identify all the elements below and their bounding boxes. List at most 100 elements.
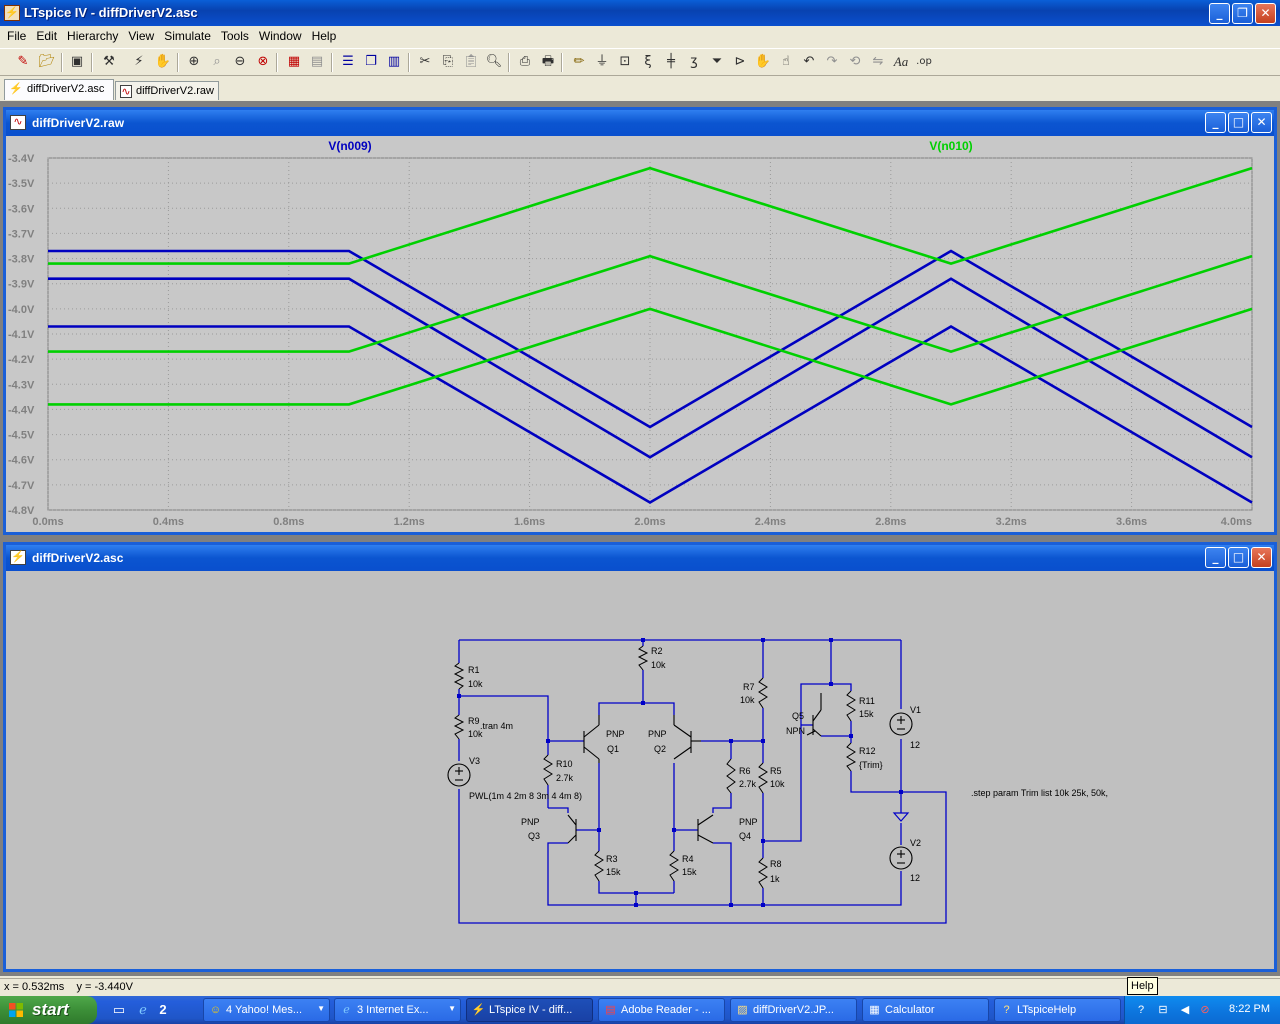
restore-button[interactable]: ❐: [1232, 3, 1253, 24]
task-internet-explorer[interactable]: ℯ 3 Internet Ex... ▼: [334, 998, 461, 1022]
save-icon[interactable]: ▣: [70, 54, 84, 69]
find-icon[interactable]: 🔍︎: [485, 54, 503, 69]
tile-horizontal-icon[interactable]: ☰: [342, 54, 354, 69]
drag-icon[interactable]: ☝: [782, 54, 790, 69]
menu-bar: File Edit Hierarchy View Simulate Tools …: [0, 27, 1280, 46]
resistor-symbols: [453, 645, 857, 889]
step-directive[interactable]: .step param Trim list 10k 25k, 50k,: [971, 788, 1108, 798]
task-adobe-reader[interactable]: ▤ Adobe Reader - ...: [598, 998, 725, 1022]
run-icon[interactable]: ⚡: [134, 54, 144, 69]
task-ltspice-help[interactable]: ? LTspiceHelp: [994, 998, 1121, 1022]
menu-window[interactable]: Window: [258, 29, 302, 43]
cut-icon[interactable]: ✂: [419, 54, 431, 69]
diode-icon[interactable]: ⏷: [711, 54, 723, 69]
r2-value: 10k: [651, 660, 666, 670]
tab-schematic[interactable]: ⚡ diffDriverV2.asc: [4, 79, 114, 100]
r1-label: R1: [468, 665, 480, 675]
schematic-canvas[interactable]: R1 10k R9 10k .tran 4m V3 PWL(1m 4 2m 8 …: [6, 571, 1274, 969]
zoom-in-icon[interactable]: ⊕: [188, 54, 200, 69]
series-line: [48, 166, 1253, 265]
help-tray-icon[interactable]: ?: [1137, 1004, 1145, 1016]
spice-directive-icon[interactable]: .op: [916, 56, 932, 67]
halt-icon[interactable]: ✋: [154, 54, 172, 69]
mirror-icon[interactable]: ⇋: [872, 54, 884, 69]
show-desktop-icon[interactable]: ▭: [112, 1002, 126, 1017]
tab-waveform[interactable]: ∿ diffDriverV2.raw: [115, 81, 219, 100]
x-tick-label: 4.0ms: [1221, 516, 1252, 528]
waveform-icon: ∿: [120, 85, 132, 98]
menu-help[interactable]: Help: [311, 29, 337, 43]
label-net-icon[interactable]: ⊡: [619, 54, 631, 69]
v3-label: V3: [469, 756, 480, 766]
close-button[interactable]: ✕: [1251, 112, 1272, 133]
rotate-icon[interactable]: ⟲: [849, 54, 861, 69]
app-title-bar[interactable]: ⚡ LTspice IV - diffDriverV2.asc _ ❐ ✕: [0, 0, 1280, 26]
yahoo-icon: ☺: [209, 1004, 222, 1016]
security-icon[interactable]: ⊘: [1200, 1004, 1210, 1016]
start-button[interactable]: start: [0, 996, 97, 1024]
menu-file[interactable]: File: [7, 29, 27, 43]
cascade-icon[interactable]: ❐: [365, 54, 377, 69]
undo-icon[interactable]: ↶: [803, 54, 815, 69]
menu-edit[interactable]: Edit: [36, 29, 58, 43]
x-tick-label: 2.8ms: [875, 516, 906, 528]
maximize-button[interactable]: □: [1228, 112, 1249, 133]
new-schematic-icon[interactable]: ✎: [17, 54, 29, 69]
schematic-drawing[interactable]: R1 10k R9 10k .tran 4m V3 PWL(1m 4 2m 8 …: [6, 571, 1274, 969]
task-yahoo[interactable]: ☺ 4 Yahoo! Mes... ▼: [203, 998, 330, 1022]
minimize-button[interactable]: _: [1205, 112, 1226, 133]
schematic-icon: ⚡: [9, 83, 23, 95]
ie-quicklaunch-icon[interactable]: ℯ: [139, 1002, 147, 1017]
redo-icon[interactable]: ↷: [826, 54, 838, 69]
open-icon[interactable]: 📂︎: [38, 54, 56, 69]
menu-hierarchy[interactable]: Hierarchy: [67, 29, 119, 43]
cancel-zoom-icon[interactable]: ▤: [310, 54, 324, 69]
waveform-window-title: diffDriverV2.raw: [32, 116, 125, 130]
move-icon[interactable]: ✋: [754, 54, 772, 69]
component-icon[interactable]: ⊳: [734, 54, 746, 69]
capacitor-icon[interactable]: ╪: [667, 54, 675, 69]
task-ltspice[interactable]: ⚡ LTspice IV - diff...: [466, 998, 593, 1022]
task-calculator[interactable]: ▦ Calculator: [862, 998, 989, 1022]
waveform-window-title-bar[interactable]: ∿ diffDriverV2.raw _ □ ✕: [6, 110, 1274, 136]
pdf-icon: ▤: [605, 1004, 616, 1016]
minimize-button[interactable]: _: [1205, 547, 1226, 568]
control-panel-icon[interactable]: ⚒: [103, 54, 115, 69]
copy-icon[interactable]: ⎘: [442, 54, 454, 69]
text-icon[interactable]: Aa: [893, 54, 909, 69]
network-icon[interactable]: ⊟: [1158, 1004, 1168, 1016]
r5-label: R5: [770, 766, 782, 776]
menu-tools[interactable]: Tools: [220, 29, 249, 43]
ground-icon[interactable]: ⏚: [595, 54, 609, 69]
autorange-icon[interactable]: ▦: [287, 54, 301, 69]
menu-view[interactable]: View: [128, 29, 155, 43]
ltspice-logo-icon[interactable]: ⚡: [4, 5, 20, 21]
y-tick-label: -4.8V: [8, 505, 35, 517]
minimize-button[interactable]: _: [1209, 3, 1230, 24]
maximize-button[interactable]: □: [1228, 547, 1249, 568]
pan-icon[interactable]: ⌕: [213, 54, 221, 69]
close-button[interactable]: ✕: [1255, 3, 1276, 24]
print-preview-icon[interactable]: ⎙: [519, 54, 531, 69]
menu-simulate[interactable]: Simulate: [164, 29, 211, 43]
schematic-window-title-bar[interactable]: ⚡ diffDriverV2.asc _ □ ✕: [6, 545, 1274, 571]
r1-value: 10k: [468, 679, 483, 689]
q5-label: Q5: [792, 711, 804, 721]
resistor-icon[interactable]: ξ: [644, 54, 652, 69]
zoom-fit-icon[interactable]: ⊗: [257, 54, 269, 69]
y-tick-label: -3.8V: [8, 254, 35, 266]
paste-icon[interactable]: 📋︎: [462, 54, 480, 69]
tile-vertical-icon[interactable]: ▥: [387, 54, 401, 69]
r11-label: R11: [859, 696, 875, 706]
draw-wire-icon[interactable]: ✏: [573, 54, 585, 69]
close-button[interactable]: ✕: [1251, 547, 1272, 568]
zoom-out-icon[interactable]: ⊖: [234, 54, 246, 69]
task-image-viewer[interactable]: ▨ diffDriverV2.JP...: [730, 998, 857, 1022]
inductor-icon[interactable]: ʒ: [690, 54, 698, 69]
back-arrow-icon[interactable]: ◀: [1180, 1004, 1190, 1016]
tran-directive[interactable]: .tran 4m: [480, 721, 513, 731]
quicklaunch-overflow[interactable]: 2: [159, 1002, 167, 1017]
print-icon[interactable]: 🖶︎: [541, 54, 555, 69]
